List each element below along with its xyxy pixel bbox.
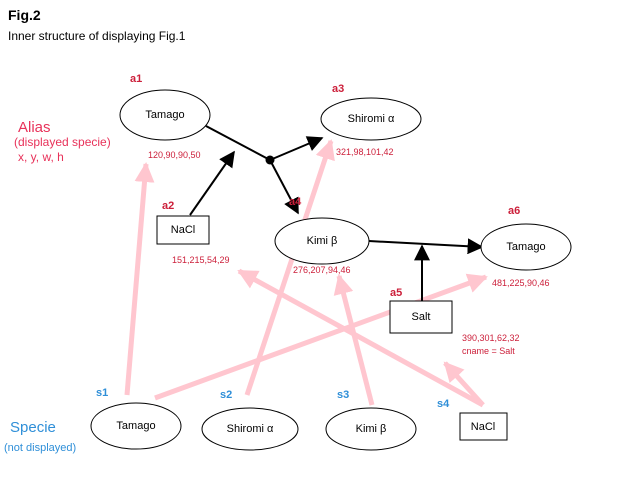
modifier-edge-a2 — [189, 150, 235, 216]
alias-legend-line1: (displayed specie) — [14, 135, 111, 149]
alias-a2-label: NaCl — [171, 224, 195, 236]
alias-a3-label: Shiromi α — [348, 113, 395, 125]
specie-s4-label: NaCl — [471, 421, 495, 433]
specie-s3-label: Kimi β — [356, 423, 387, 435]
mapping-arrow-s4-a5 — [443, 361, 485, 407]
alias-a4-tag: a4 — [289, 196, 302, 208]
alias-a4-coords: 276,207,94,46 — [293, 265, 351, 275]
alias-a2-tag: a2 — [162, 200, 174, 212]
alias-a6-label: Tamago — [506, 241, 545, 253]
alias-a5-coords: 390,301,62,32 — [462, 333, 520, 343]
reaction-edge-a1-center — [205, 125, 271, 161]
reaction-edge-a4-a6 — [368, 238, 484, 255]
alias-legend-title: Alias — [18, 119, 51, 136]
specie-legend-title: Specie — [10, 419, 56, 436]
alias-a6-coords: 481,225,90,46 — [492, 278, 550, 288]
specie-s2-label: Shiromi α — [227, 423, 274, 435]
alias-a3-coords: 321,98,101,42 — [336, 147, 394, 157]
reaction-edge-center-a4 — [269, 159, 299, 215]
alias-node-a1[interactable] — [119, 89, 211, 141]
alias-legend-line2: x, y, w, h — [18, 150, 64, 164]
alias-a1-coords: 120,90,90,50 — [148, 150, 201, 160]
alias-node-a3[interactable] — [320, 97, 422, 141]
mapping-arrow-s4-a2 — [237, 268, 485, 408]
reaction-edge-center-a3 — [269, 136, 324, 161]
alias-a1-label: Tamago — [145, 109, 184, 121]
mapping-arrow-s3-a4 — [333, 274, 375, 406]
specie-node-s1[interactable] — [90, 402, 182, 450]
alias-a3-tag: a3 — [332, 83, 344, 95]
specie-s3-tag: s3 — [337, 389, 349, 401]
specie-s2-tag: s2 — [220, 389, 232, 401]
mapping-arrow-s1-a6 — [154, 273, 488, 401]
alias-a5-cname: cname = Salt — [462, 346, 515, 356]
alias-a6-tag: a6 — [508, 205, 520, 217]
specie-node-s4[interactable] — [459, 412, 508, 441]
alias-a4-label: Kimi β — [307, 235, 338, 247]
alias-a2-coords: 151,215,54,29 — [172, 255, 230, 265]
specie-node-s3[interactable] — [325, 407, 417, 451]
specie-s1-tag: s1 — [96, 387, 108, 399]
alias-node-a6[interactable] — [480, 223, 572, 271]
alias-a5-tag: a5 — [390, 287, 402, 299]
specie-legend-note: (not displayed) — [4, 442, 76, 454]
figure-subtitle: Inner structure of displaying Fig.1 — [8, 29, 186, 43]
specie-nodes: Tamago s1 Shiromi α s2 Kimi β s3 NaCl s4 — [90, 387, 508, 451]
figure-title: Fig.2 — [8, 7, 41, 23]
mapping-arrow-s2-a3 — [244, 139, 335, 396]
reaction-network — [189, 125, 484, 301]
specie-node-s2[interactable] — [201, 407, 299, 451]
mapping-arrow-s1-a1 — [124, 162, 155, 396]
specie-alias-mapping-arrows — [124, 139, 488, 408]
alias-node-a5[interactable] — [389, 300, 453, 334]
alias-a1-tag: a1 — [130, 73, 142, 85]
specie-s4-tag: s4 — [437, 398, 450, 410]
reaction-center-dot — [265, 155, 275, 165]
alias-nodes: Tamago a1 120,90,90,50 NaCl a2 151,215,5… — [119, 73, 572, 356]
alias-a5-label: Salt — [412, 311, 431, 323]
alias-node-a2[interactable] — [156, 215, 210, 245]
specie-s1-label: Tamago — [116, 420, 155, 432]
alias-node-a4[interactable] — [274, 217, 370, 265]
